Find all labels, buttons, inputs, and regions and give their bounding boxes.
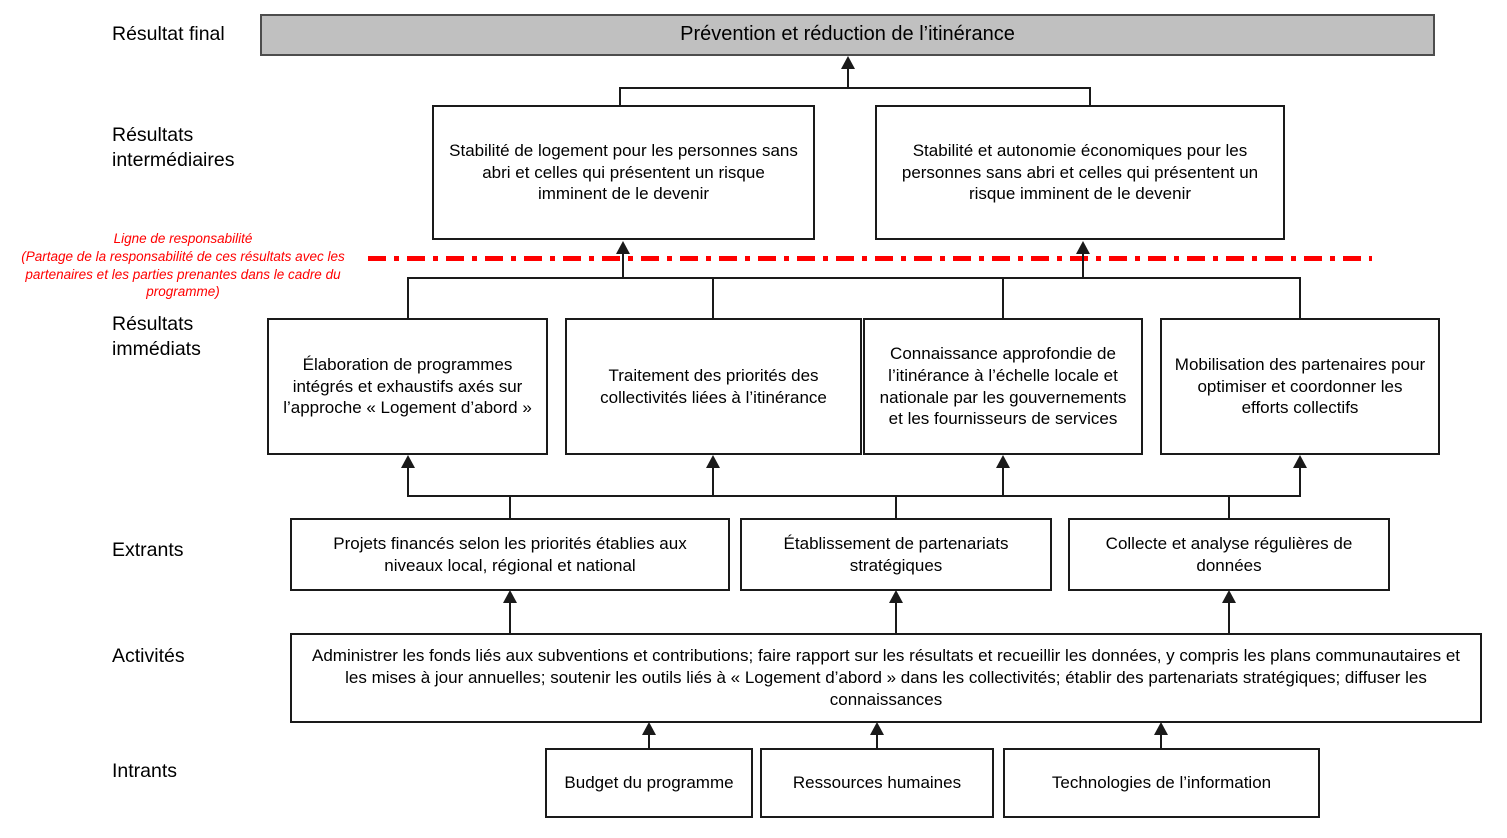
connector-output-stub-1 xyxy=(509,495,511,519)
immediate-outcome-box-3: Connaissance approfondie de l’itinérance… xyxy=(863,318,1143,455)
accountability-text: (Partage de la responsabilité de ces rés… xyxy=(21,248,345,300)
input-box-3: Technologies de l’information xyxy=(1003,748,1320,818)
connector-activities-vert-2 xyxy=(895,602,897,633)
arrow-to-immediate-3-icon xyxy=(996,455,1010,468)
input-box-2: Ressources humaines xyxy=(760,748,994,818)
output-box-1: Projets financés selon les priorités éta… xyxy=(290,518,730,591)
activities-box: Administrer les fonds liés aux subventio… xyxy=(290,633,1482,723)
arrow-to-output-2-icon xyxy=(889,590,903,603)
arrow-to-intermediate-1-icon xyxy=(616,241,630,254)
connector-input-vert-2 xyxy=(876,734,878,748)
level-label-immediate: Résultats immédiats xyxy=(112,313,201,360)
connector-output-stub-3 xyxy=(1228,495,1230,519)
arrow-to-activities-1-icon xyxy=(642,722,656,735)
connector-output-bus-vert-1 xyxy=(407,467,409,497)
arrow-to-immediate-4-icon xyxy=(1293,455,1307,468)
arrow-to-output-1-icon xyxy=(503,590,517,603)
connector-input-vert-1 xyxy=(648,734,650,748)
level-label-outputs: Extrants xyxy=(112,539,184,561)
arrow-to-immediate-1-icon xyxy=(401,455,415,468)
connector-input-vert-3 xyxy=(1160,734,1162,748)
immediate-outcome-box-2: Traitement des priorités des collectivit… xyxy=(565,318,862,455)
connector-intermediate-1-vertical xyxy=(622,253,624,279)
arrow-to-immediate-2-icon xyxy=(706,455,720,468)
accountability-title: Ligne de responsabilité xyxy=(113,231,253,246)
connector-final-stub-left xyxy=(619,87,621,105)
connector-final-stub-right xyxy=(1089,87,1091,105)
intermediate-outcome-box-2: Stabilité et autonomie économiques pour … xyxy=(875,105,1285,240)
connector-final-bus xyxy=(619,87,1091,89)
connector-output-bus-vert-2 xyxy=(712,467,714,497)
connector-immediate-stub-2 xyxy=(712,277,714,318)
arrow-to-intermediate-2-icon xyxy=(1076,241,1090,254)
immediate-outcome-box-1: Élaboration de programmes intégrés et ex… xyxy=(267,318,548,455)
arrow-to-activities-2-icon xyxy=(870,722,884,735)
arrow-to-final-icon xyxy=(841,56,855,69)
connector-immediate-stub-4 xyxy=(1299,277,1301,318)
connector-intermediate-2-vertical xyxy=(1082,253,1084,279)
connector-output-bus xyxy=(407,495,1301,497)
connector-immediate-stub-3 xyxy=(1002,277,1004,318)
connector-activities-vert-3 xyxy=(1228,602,1230,633)
arrow-to-activities-3-icon xyxy=(1154,722,1168,735)
output-box-2: Établissement de partenariats stratégiqu… xyxy=(740,518,1052,591)
connector-output-stub-2 xyxy=(895,495,897,519)
connector-activities-vert-1 xyxy=(509,602,511,633)
level-label-inputs: Intrants xyxy=(112,760,178,782)
output-box-3: Collecte et analyse régulières de donnée… xyxy=(1068,518,1390,591)
intermediate-outcome-box-1: Stabilité de logement pour les personnes… xyxy=(432,105,815,240)
connector-final-vertical xyxy=(847,68,849,88)
connector-output-bus-vert-3 xyxy=(1002,467,1004,497)
accountability-note: Ligne de responsabilité (Partage de la r… xyxy=(2,230,364,301)
connector-output-bus-vert-4 xyxy=(1299,467,1301,497)
connector-immediate-stub-1 xyxy=(407,277,409,318)
arrow-to-output-3-icon xyxy=(1222,590,1236,603)
input-box-1: Budget du programme xyxy=(545,748,753,818)
connector-immediate-bus xyxy=(407,277,1301,279)
level-label-intermediate: Résultats intermédiaires xyxy=(112,124,235,171)
level-label-activities: Activités xyxy=(112,645,185,667)
final-outcome-box: Prévention et réduction de l’itinérance xyxy=(260,14,1435,56)
accountability-line xyxy=(368,256,1372,261)
immediate-outcome-box-4: Mobilisation des partenaires pour optimi… xyxy=(1160,318,1440,455)
level-label-final: Résultat final xyxy=(112,23,225,45)
